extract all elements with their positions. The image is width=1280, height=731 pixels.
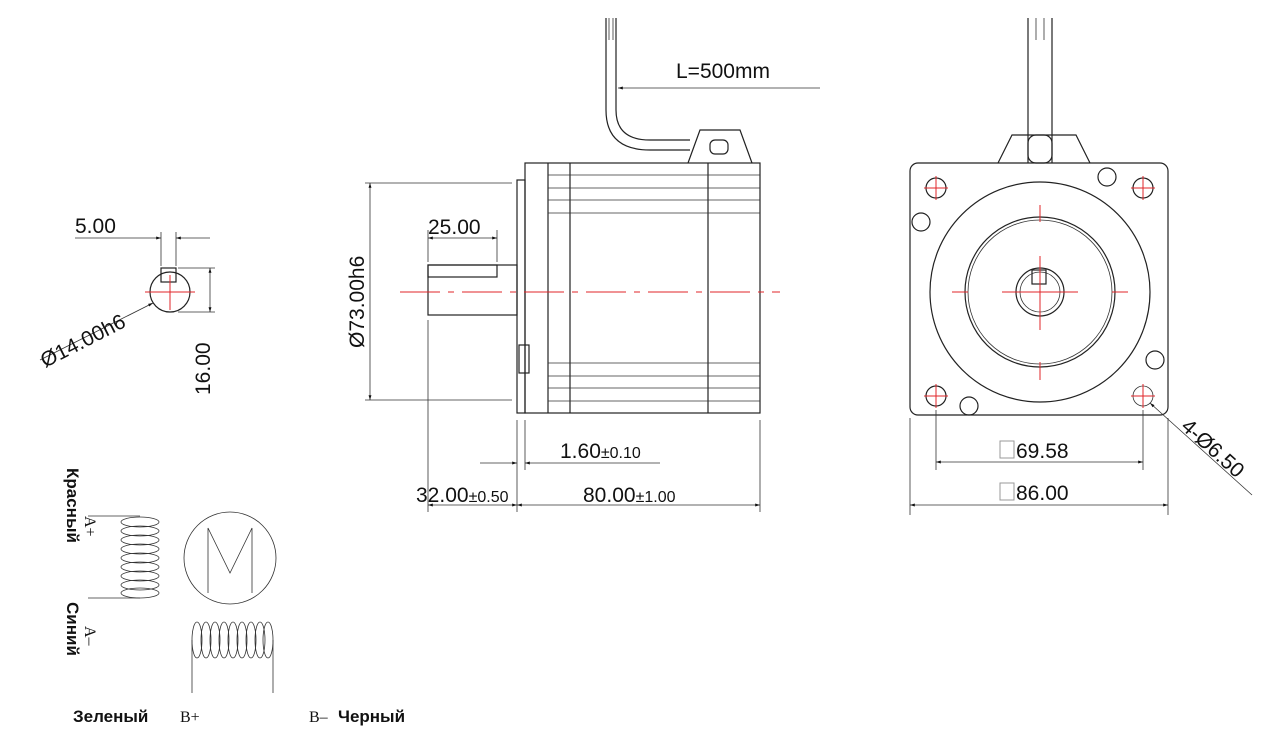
cable-length-label: L=500mm bbox=[676, 60, 770, 83]
body-length-label: 80.00±1.00 bbox=[583, 484, 676, 507]
cable bbox=[605, 18, 690, 151]
mount-holes-label: 4-Ø6.50 bbox=[1177, 415, 1249, 483]
front-view: 69.58 86.00 4-Ø6.50 bbox=[909, 18, 1253, 515]
key-width-label: 5.00 bbox=[75, 215, 116, 238]
flange-size-label: 86.00 bbox=[1016, 482, 1069, 505]
a-minus-color-label: Синий bbox=[63, 602, 82, 656]
pilot-depth-label: 1.60±0.10 bbox=[560, 440, 641, 463]
motor-body bbox=[524, 162, 761, 414]
shaft bbox=[427, 264, 518, 316]
shaft-key bbox=[427, 264, 498, 278]
key-length-label: 25.00 bbox=[428, 216, 481, 239]
flange-square bbox=[909, 162, 1169, 416]
side-view: L=500mm Ø73.00h6 25.00 1.60±0.10 3 bbox=[346, 18, 820, 512]
shaft-length-label: 32.00±0.50 bbox=[416, 484, 509, 507]
coil-a bbox=[120, 516, 160, 599]
motor-symbol bbox=[183, 511, 277, 605]
screws bbox=[911, 167, 1165, 416]
b-minus-color-label: Черный bbox=[338, 707, 405, 726]
wiring-diagram: Красный A+ Синий A– Зеленый B+ B– Черный bbox=[63, 468, 405, 726]
shaft-diameter-label: Ø14.00h6 bbox=[37, 310, 130, 372]
coil-b bbox=[191, 621, 274, 659]
b-minus-pin-label: B– bbox=[309, 709, 329, 726]
pilot-flange bbox=[516, 179, 526, 414]
b-plus-pin-label: B+ bbox=[180, 709, 200, 726]
a-minus-pin-label: A– bbox=[81, 626, 98, 647]
shaft-section-view: 5.00 16.00 Ø14.00h6 bbox=[37, 215, 215, 395]
a-plus-color-label: Красный bbox=[63, 468, 82, 543]
hole-spacing-label: 69.58 bbox=[1016, 440, 1069, 463]
connector bbox=[687, 129, 753, 164]
pilot-diameter-label: Ø73.00h6 bbox=[346, 256, 369, 348]
b-plus-color-label: Зеленый bbox=[73, 707, 148, 726]
a-plus-pin-label: A+ bbox=[81, 516, 98, 537]
mount-holes bbox=[924, 176, 1155, 408]
key-square bbox=[160, 267, 177, 283]
shaft-key-height-label: 16.00 bbox=[192, 342, 215, 395]
